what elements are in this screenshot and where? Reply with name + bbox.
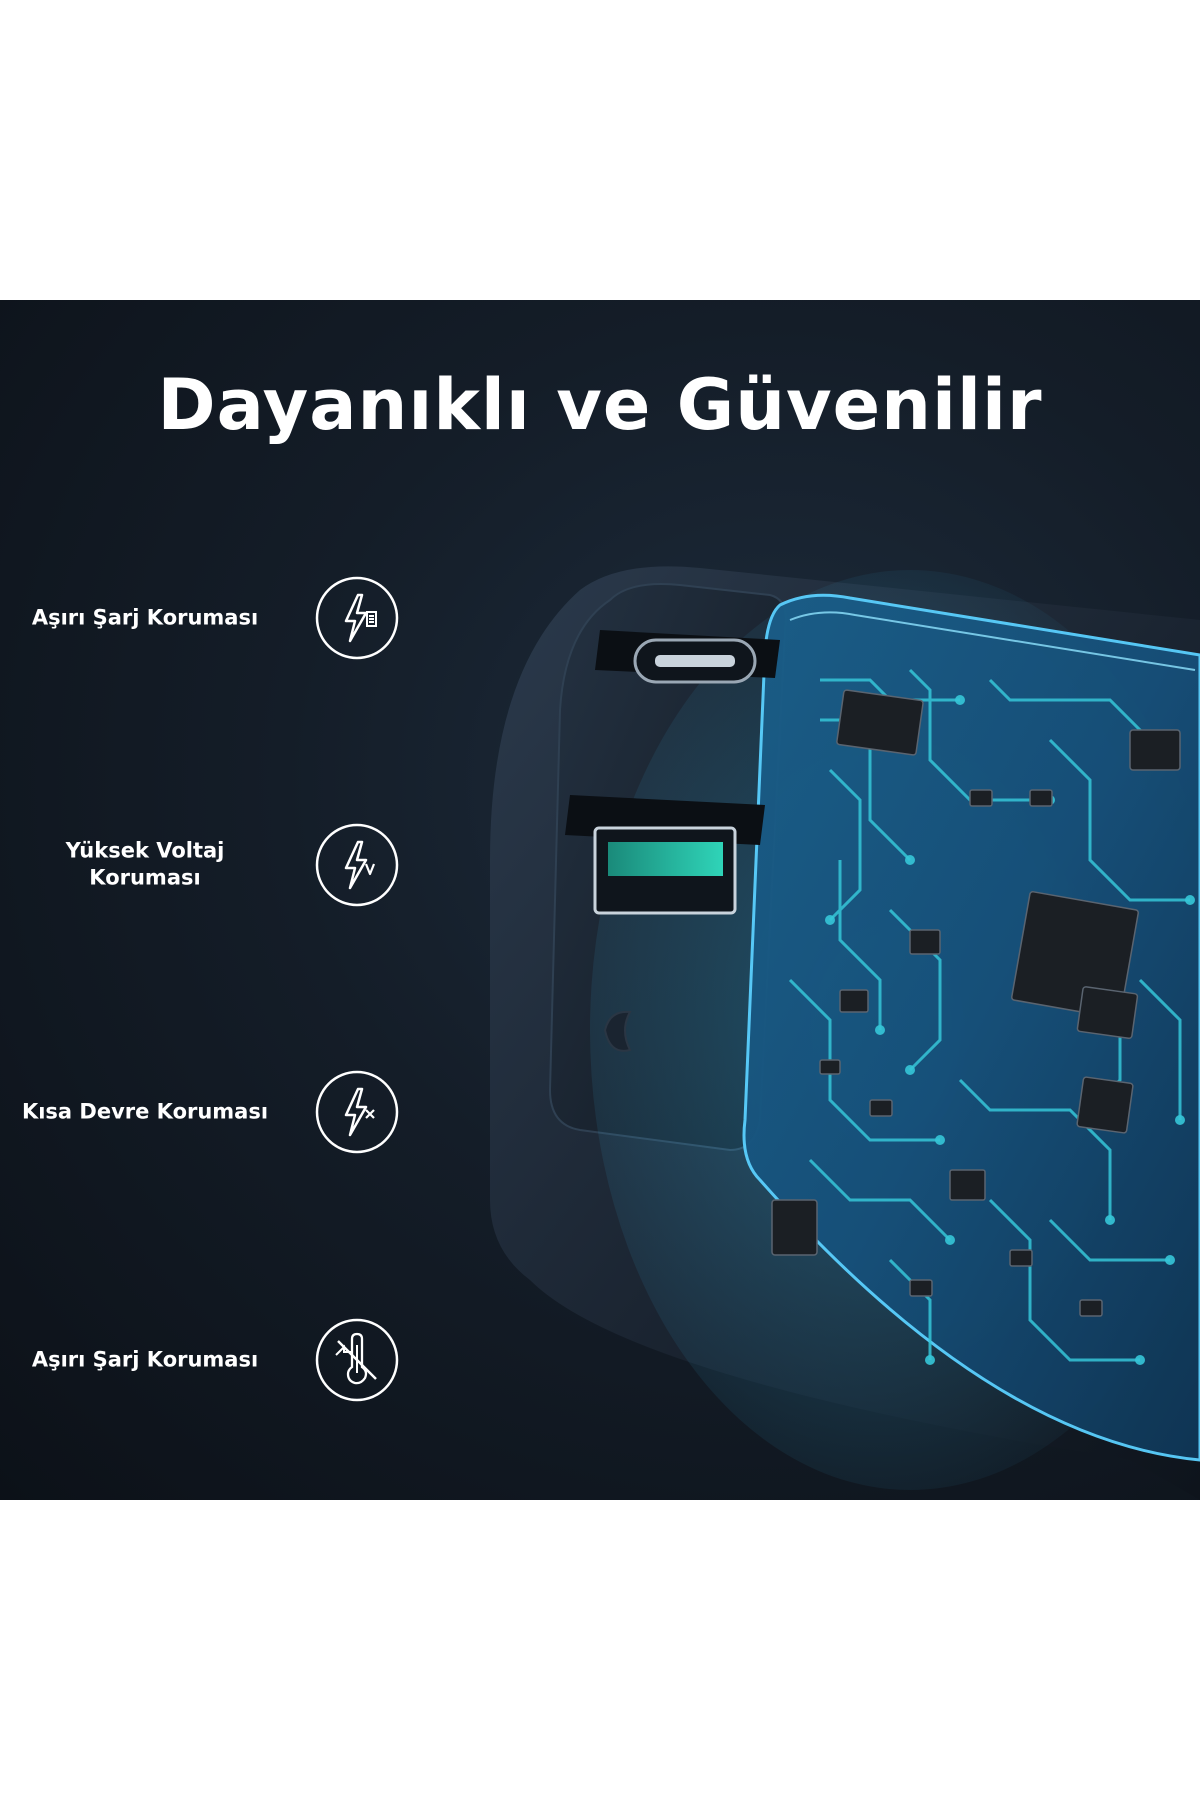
feature-overheat-protection: Aşırı Şarj Koruması: [20, 1310, 400, 1410]
feature-label: Aşırı Şarj Koruması: [31, 1347, 259, 1372]
feature-short-circuit-protection: Kısa Devre Koruması: [20, 1062, 400, 1162]
feature-label: Yüksek Voltaj Koruması: [65, 838, 225, 890]
lightning-short-circuit-icon: [314, 1069, 400, 1155]
feature-label: Kısa Devre Koruması: [21, 1099, 269, 1124]
page-title: Dayanıklı ve Güvenilir: [157, 364, 1043, 446]
lightning-voltage-icon: [314, 822, 400, 908]
product-banner: Dayanıklı ve Güvenilir Aşırı Şarj Koruma…: [0, 300, 1200, 1500]
feature-overcharge-protection: Aşırı Şarj Koruması: [20, 568, 400, 668]
thermometer-slash-icon: [314, 1317, 400, 1403]
feature-high-voltage-protection: Yüksek Voltaj Koruması: [20, 815, 400, 915]
charger-illustration: [490, 560, 1200, 1500]
lightning-battery-icon: [314, 575, 400, 661]
feature-label: Aşırı Şarj Koruması: [31, 605, 259, 630]
